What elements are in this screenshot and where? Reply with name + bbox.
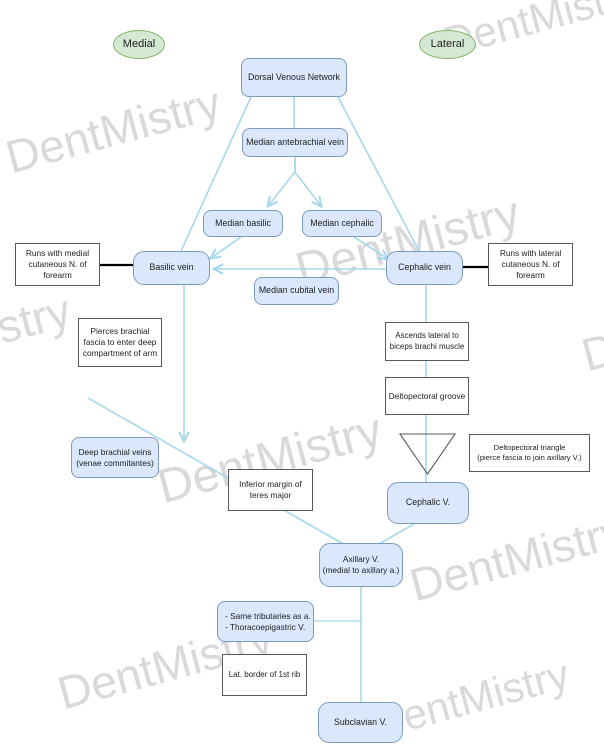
- edge-median-cephalic-to-cephalic: [353, 236, 388, 259]
- legend-lateral-ellipse: Lateral: [419, 30, 476, 59]
- node-median-basilic: Median basilic: [203, 210, 283, 237]
- legend-medial-ellipse: Medial: [113, 30, 165, 59]
- annotation-ascends-lateral: Ascends lateral to biceps brachi muscle: [385, 322, 469, 361]
- edge-cephalicv-to-axillary: [378, 523, 415, 545]
- edge-dvn-to-cephalic: [337, 96, 420, 252]
- node-subclavian-v: Subclavian V.: [318, 702, 403, 743]
- deltopectoral-triangle-shape: [398, 433, 457, 475]
- node-median-cephalic: Median cephalic: [302, 210, 382, 237]
- annotation-deltopectoral-triangle: Deltopectoral triangle (pierce fascia to…: [469, 434, 590, 472]
- node-basilic-vein: Basilic vein: [133, 251, 210, 285]
- edge-median-basilic-to-basilic: [211, 236, 242, 258]
- annotation-runs-with-medial-cutaneous: Runs with medial cutaneous N. of forearm: [15, 243, 100, 286]
- node-cephalic-vein: Cephalic vein: [386, 251, 463, 285]
- annotation-inferior-margin-teres-major: Inferior margin of teres major: [228, 469, 313, 511]
- annotation-lat-border-1st-rib: Lat. border of 1st rib: [222, 654, 307, 696]
- node-dorsal-venous-network: Dorsal Venous Network: [241, 58, 347, 97]
- annotation-pierces-brachial-fascia: Pierces brachial fascia to enter deep co…: [78, 318, 162, 367]
- annotation-deltopectoral-groove: Deltopectoral groove: [385, 377, 469, 415]
- node-deep-brachial-veins: Deep brachial veins (venae commitantes): [71, 437, 159, 478]
- edge-antebrachial-to-median-cephalic: [294, 157, 321, 206]
- node-median-antebrachial-vein: Median antebrachial vein: [242, 128, 348, 157]
- edge-deep-to-axillary: [87, 397, 346, 546]
- edge-antebrachial-to-median-basilic: [268, 157, 296, 206]
- node-median-cubital-vein: Median cubital vein: [254, 277, 339, 305]
- node-tributaries: - Same tributaries as a. - Thoracoepigas…: [217, 601, 314, 642]
- node-axillary-v: Axillary V. (medial to axillary a.): [319, 543, 403, 587]
- node-cephalic-v: Cephalic V.: [387, 482, 469, 524]
- edge-dvn-to-basilic: [180, 96, 252, 252]
- annotation-runs-with-lateral-cutaneous: Runs with lateral cutaneous N. of forear…: [488, 243, 573, 286]
